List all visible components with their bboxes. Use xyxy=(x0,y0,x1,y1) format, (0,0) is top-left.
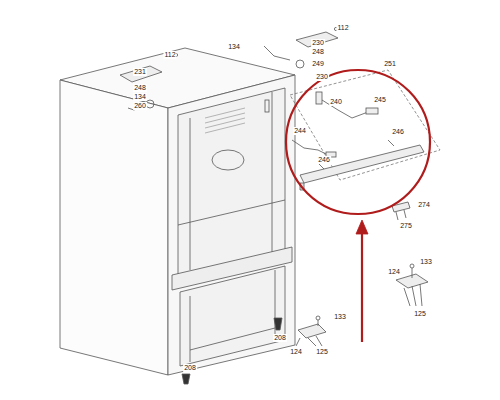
callout-number: 134 xyxy=(133,93,147,101)
callout-number: 133 xyxy=(333,313,347,321)
callout-number: 240 xyxy=(329,98,343,106)
callout-number: 248 xyxy=(311,48,325,56)
callout-number: 231 xyxy=(133,68,147,76)
callout-number: 208 xyxy=(273,334,287,342)
callout-number: 248 xyxy=(133,84,147,92)
callout-number: 230 xyxy=(311,39,325,47)
callout-number: 133 xyxy=(419,258,433,266)
callout-number: 274 xyxy=(417,201,431,209)
callout-number: 260 xyxy=(133,102,147,110)
callout-number: 230 xyxy=(315,73,329,81)
callout-number: 124 xyxy=(387,268,401,276)
callout-number: 125 xyxy=(413,310,427,318)
callout-number: 249 xyxy=(311,60,325,68)
callout-number: 246 xyxy=(317,156,331,164)
callout-number: 245 xyxy=(373,96,387,104)
callout-number: 246 xyxy=(391,128,405,136)
callout-number: 134 xyxy=(227,43,241,51)
callout-number: 251 xyxy=(383,60,397,68)
callout-number: 275 xyxy=(399,222,413,230)
callout-number: 124 xyxy=(289,348,303,356)
callout-number: 208 xyxy=(183,364,197,372)
callout-number: 112 xyxy=(163,51,176,59)
callout-number: 125 xyxy=(315,348,329,356)
callout-number: 244 xyxy=(293,127,307,135)
callout-number: 112 xyxy=(336,24,349,32)
